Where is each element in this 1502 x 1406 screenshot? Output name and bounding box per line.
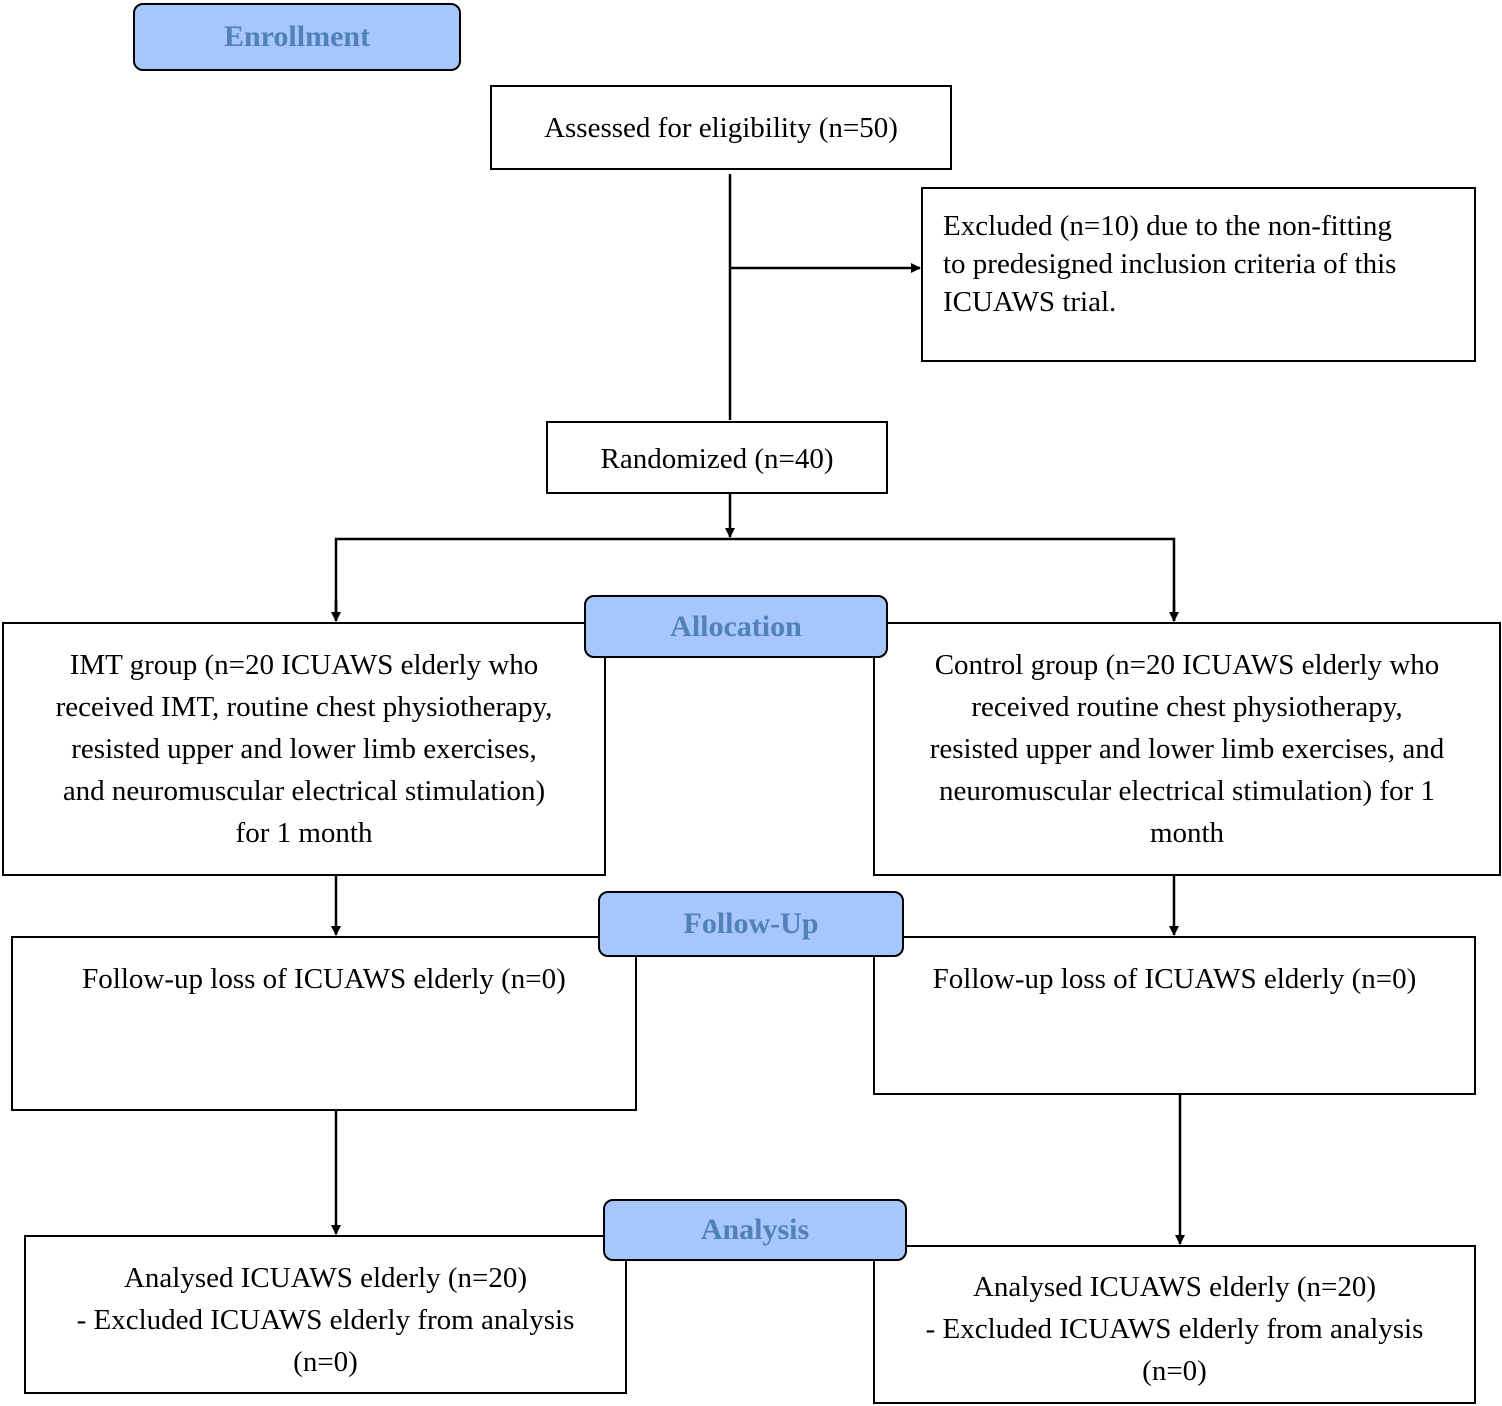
followup-right-text: Follow-up loss of ICUAWS elderly (n=0) [932, 963, 1417, 995]
assessed-text: Assessed for eligibility (n=50) [544, 112, 898, 144]
randomized-text: Randomized (n=40) [600, 443, 834, 475]
imt-group-box: IMT group (n=20 ICUAWS elderly who recei… [2, 622, 606, 876]
randomized-box: Randomized (n=40) [546, 421, 888, 494]
stage-allocation-label: Allocation [670, 609, 802, 643]
stage-follow-up: Follow-Up [598, 891, 904, 957]
stage-allocation: Allocation [584, 595, 888, 658]
analysed-right-text: Analysed ICUAWS elderly (n=20) - Exclude… [925, 1271, 1424, 1387]
control-group-text: Control group (n=20 ICUAWS elderly who r… [929, 649, 1445, 849]
stage-enrollment-label: Enrollment [223, 20, 371, 53]
followup-left-box: Follow-up loss of ICUAWS elderly (n=0) [11, 936, 637, 1111]
imt-group-text: IMT group (n=20 ICUAWS elderly who recei… [55, 649, 553, 849]
analysed-left-box: Analysed ICUAWS elderly (n=20) - Exclude… [24, 1235, 627, 1394]
assessed-box: Assessed for eligibility (n=50) [490, 85, 952, 170]
analysed-right-box: Analysed ICUAWS elderly (n=20) - Exclude… [873, 1245, 1476, 1404]
excluded-box: Excluded (n=10) due to the non-fitting t… [921, 187, 1476, 362]
followup-right-box: Follow-up loss of ICUAWS elderly (n=0) [873, 936, 1476, 1095]
analysed-left-text: Analysed ICUAWS elderly (n=20) - Exclude… [76, 1262, 575, 1378]
stage-follow-up-label: Follow-Up [683, 907, 819, 940]
stage-enrollment: Enrollment [133, 3, 461, 71]
control-group-box: Control group (n=20 ICUAWS elderly who r… [873, 622, 1501, 876]
stage-analysis-label: Analysis [700, 1213, 810, 1246]
excluded-text: Excluded (n=10) due to the non-fitting t… [943, 210, 1397, 318]
stage-analysis: Analysis [603, 1199, 907, 1261]
connector-branch [334, 537, 1176, 621]
followup-left-text: Follow-up loss of ICUAWS elderly (n=0) [82, 963, 566, 995]
